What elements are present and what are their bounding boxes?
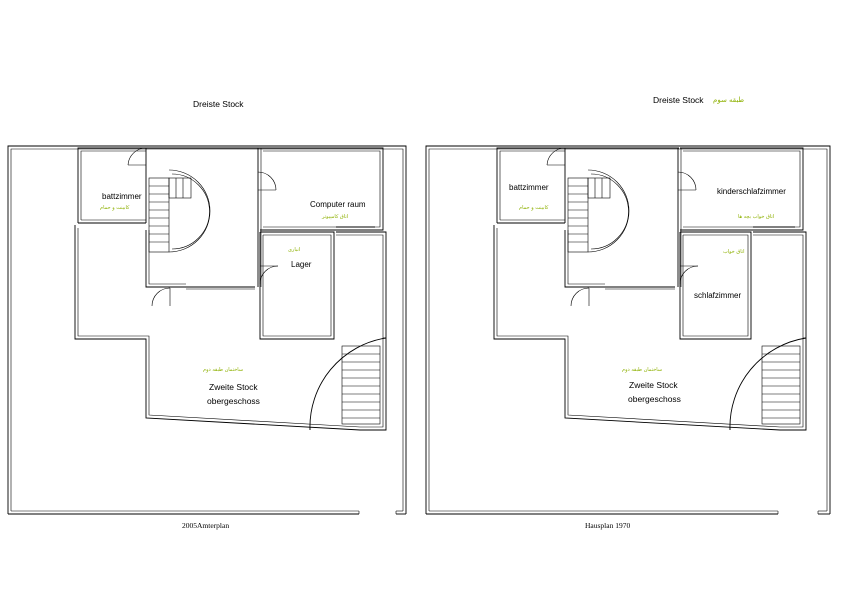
floor-label-fa: ساختمان طبقه دوم — [622, 367, 662, 373]
room-label-storage: Lager — [291, 260, 312, 269]
second-floor-outline — [493, 225, 807, 431]
core-walls — [564, 147, 682, 290]
plan-caption: Hausplan 1970 — [585, 521, 630, 530]
floor-label-line1: Zweite Stock — [209, 382, 258, 392]
plan-title: Dreiste Stock — [193, 99, 244, 109]
bedroom-walls — [679, 231, 752, 340]
staircase-lower — [341, 345, 381, 425]
room-label-sleep-fa: اتاق خواب — [723, 249, 745, 255]
staircase-upper — [567, 169, 630, 253]
floor-label-line2: obergeschoss — [628, 394, 681, 404]
core-walls — [145, 147, 262, 290]
room-label-kids-fa: اتاق خواب بچه ها — [738, 214, 774, 220]
plan-caption: 2005Amterplan — [182, 521, 229, 530]
plan-left: Dreiste Stock battzimmer کابینت و حمام C… — [7, 99, 407, 530]
floor-label-fa: ساختمان طبقه دوم — [203, 367, 243, 373]
doors — [546, 147, 699, 307]
room-label-computer: Computer raum — [310, 200, 366, 209]
doors — [127, 147, 279, 307]
kids-room-walls — [680, 147, 804, 231]
room-label-bath-fa: کابینت و حمام — [100, 205, 130, 211]
storage-walls — [259, 231, 335, 340]
plan-title-fa: طبقه سوم — [713, 96, 744, 104]
room-label-sleep: schlafzimmer — [694, 291, 741, 300]
second-floor-outline — [74, 225, 387, 431]
room-label-bath-fa: کابینت و حمام — [519, 205, 549, 211]
outer-wall — [7, 145, 407, 515]
floor-label-line2: obergeschoss — [207, 396, 260, 406]
room-label-kids: kinderschlafzimmer — [717, 187, 786, 196]
room-label-bath: battzimmer — [509, 183, 549, 192]
bathroom-walls — [496, 147, 566, 224]
plan-title: Dreiste Stock — [653, 95, 704, 105]
room-label-bath: battzimmer — [102, 192, 142, 201]
floor-label-line1: Zweite Stock — [629, 380, 678, 390]
plan-right: Dreiste Stock طبقه سوم battzimmer کابینت… — [425, 95, 831, 530]
bathroom-walls — [77, 147, 147, 224]
outer-wall — [425, 145, 831, 515]
computer-room-walls — [260, 147, 384, 231]
room-label-storage-fa: انباری — [288, 247, 300, 253]
staircase-upper — [148, 169, 211, 253]
room-label-computer-fa: اتاق کامپیوتر — [321, 214, 348, 220]
staircase-lower — [761, 345, 801, 425]
